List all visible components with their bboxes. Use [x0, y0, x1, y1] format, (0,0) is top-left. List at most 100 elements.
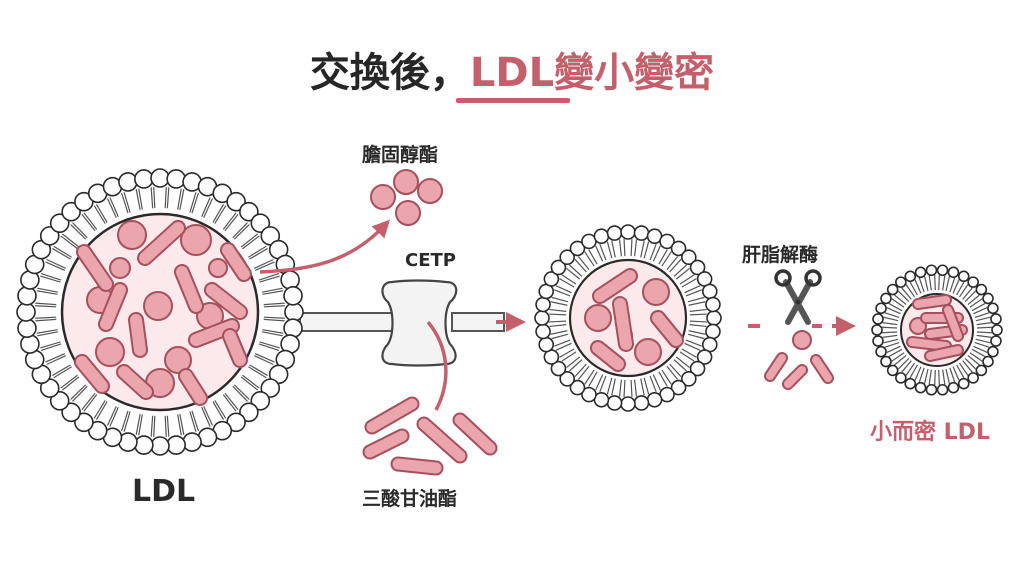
lipid-tail [652, 374, 661, 391]
phospholipid-head [538, 336, 555, 353]
phospholipid-head [633, 395, 650, 411]
lipid-tail [550, 330, 568, 335]
lipid-tail [559, 348, 575, 358]
lipid-tail [666, 365, 679, 380]
phospholipid-head [646, 391, 663, 408]
lipid-tail [687, 296, 705, 303]
lipid-tail [248, 245, 267, 258]
phospholipid-head [689, 259, 706, 276]
lipid-tail [566, 267, 581, 280]
phospholipid-head [226, 191, 246, 212]
core-rod [224, 330, 246, 366]
label-cholesteryl-ester: 膽固醇酯 [362, 144, 439, 166]
lipid-tail [962, 287, 973, 300]
lipid-tail [669, 363, 682, 377]
phospholipid-head [957, 377, 970, 390]
lipid-tail [914, 366, 922, 381]
lipid-tail [45, 353, 65, 363]
lipid-tail [888, 348, 903, 358]
lipid-tail [689, 324, 707, 328]
lipid-tail [945, 276, 950, 292]
lipid-tail [882, 326, 898, 329]
core-rod [130, 314, 146, 356]
lipid-tail [232, 222, 248, 239]
lipid-tail [53, 245, 72, 258]
lipid-tail [964, 290, 977, 303]
lipid-tail [882, 322, 898, 326]
lipid-tail [259, 341, 280, 349]
lipid-tail [201, 197, 211, 217]
lipid-tail [166, 187, 170, 209]
phospholipid-head [17, 286, 37, 306]
lipid-tail [569, 359, 583, 372]
phospholipid-head [118, 172, 138, 192]
phospholipid-head [871, 324, 883, 336]
lipid-tail [60, 374, 78, 389]
lipid-tail [938, 369, 940, 385]
phospholipid-head [681, 249, 697, 265]
lipid-tail [93, 400, 106, 419]
phospholipid-head [987, 302, 999, 315]
lipid-tail [135, 189, 141, 211]
lipid-tail [934, 369, 936, 385]
phospholipid-head [895, 276, 907, 288]
lipid-tail [675, 356, 690, 369]
phospholipid-head [990, 313, 1002, 325]
ldl-core-contents [906, 294, 968, 362]
phospholipid-head [535, 296, 551, 313]
lipid-tail [684, 342, 701, 351]
lipid-tail [52, 364, 71, 377]
phospholipid-head [49, 391, 70, 411]
lipid-tail [971, 302, 986, 312]
lipid-tail [232, 385, 248, 402]
lipid-tail [164, 415, 167, 437]
lipid-tail [189, 411, 197, 432]
lipid-tail [553, 339, 571, 347]
lipid-tail [40, 275, 61, 283]
lipid-tail [222, 212, 237, 230]
core-rod [190, 320, 238, 346]
released-lipid-fragments [764, 330, 834, 390]
phospholipid-head [991, 324, 1003, 336]
lipid-tail [106, 406, 117, 426]
lipid-tail [681, 348, 697, 358]
lipid-tail [661, 369, 672, 385]
lipid-tail [918, 367, 925, 383]
lipid-tail [673, 359, 687, 372]
phospholipid-head [875, 345, 887, 358]
lipid-tail [909, 364, 918, 379]
lipid-tail [688, 301, 706, 306]
phospholipid-head [283, 318, 303, 338]
phospholipid-head [166, 169, 186, 189]
lipid-tail [924, 368, 929, 384]
lipid-tail [905, 284, 916, 298]
phospholipid-head [914, 381, 927, 394]
phospholipid-head [569, 379, 586, 396]
lipid-tail [35, 318, 57, 322]
lipid-tail [884, 312, 900, 319]
lipid-tail [928, 275, 932, 291]
lipid-tail [958, 284, 969, 298]
lipid-tail [643, 377, 650, 395]
lipid-tail [189, 192, 197, 213]
lipid-tail [72, 222, 88, 239]
lipid-tail [214, 205, 227, 224]
core-rod [652, 312, 682, 346]
label-hepatic-lipase: 肝脂解酶 [742, 244, 819, 266]
lipid-tail [891, 352, 905, 362]
phospholipid-head [947, 266, 960, 279]
lipid-tail [971, 348, 986, 358]
lipid-tail [35, 316, 57, 319]
lipid-tail [224, 214, 239, 232]
lipid-tail [618, 239, 622, 257]
core-rod [176, 266, 202, 312]
phospholipid-head [559, 371, 575, 387]
lipid-tail [577, 365, 590, 380]
lipid-tail [649, 375, 657, 393]
lipid-tail [599, 243, 607, 261]
phospholipid-head [559, 249, 575, 265]
lipid-tail [883, 338, 899, 344]
phospholipid-head [925, 383, 938, 396]
label-small-dense-ldl: 小而密 LDL [870, 420, 990, 445]
lipid-tail [83, 212, 98, 230]
